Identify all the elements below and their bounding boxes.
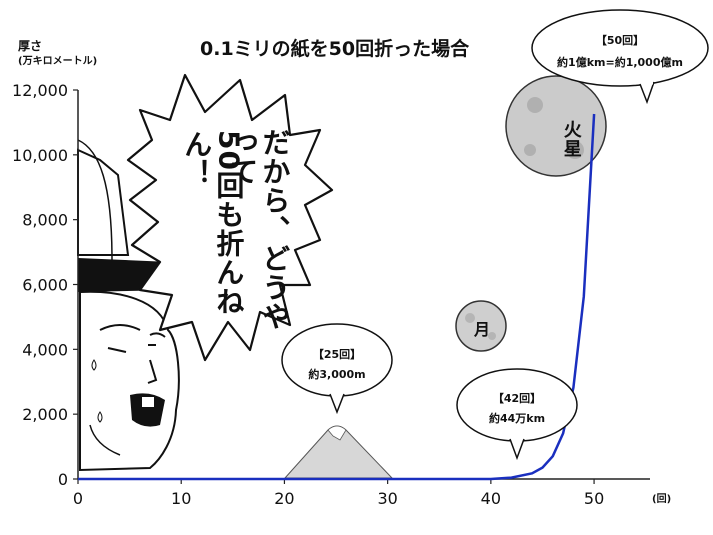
annotation-25-label: 【25回】	[312, 348, 362, 361]
annotation-25: 【25回】 約3,000m	[292, 346, 382, 382]
y-tick-label: 10,000	[12, 146, 68, 165]
x-tick-label: 20	[274, 489, 294, 508]
speech-text-line-1: だから、どうやって	[226, 128, 292, 331]
annotation-50: 【50回】 約1億km=約1,000億m	[545, 32, 695, 70]
x-tick-label: 0	[73, 489, 83, 508]
y-axis-label: 厚さ	[18, 39, 43, 53]
y-tick-label: 4,000	[22, 340, 68, 359]
y-tick-label: 12,000	[12, 81, 68, 100]
y-tick-label: 2,000	[22, 405, 68, 424]
x-axis-unit: (回)	[652, 494, 672, 505]
bubble-25	[281, 323, 393, 415]
moon-label: 月	[474, 320, 491, 339]
bubble-50	[531, 9, 709, 105]
series-line	[78, 113, 596, 481]
annotation-42: 【42回】 約44万km	[467, 390, 567, 426]
annotation-50-value: 約1億km=約1,000億m	[557, 56, 683, 69]
speech-text-line-2: 50回も折んねん！	[180, 130, 246, 316]
y-axis-unit: (万キロメートル)	[18, 56, 98, 67]
speech-balloon	[126, 73, 334, 362]
annotation-50-label: 【50回】	[595, 34, 645, 47]
annotation-42-value: 約44万km	[488, 412, 546, 425]
mars-label: 火星	[560, 120, 582, 158]
bubble-42	[456, 368, 578, 461]
annotation-42-label: 【42回】	[492, 392, 542, 405]
moon-illustration	[455, 300, 507, 352]
x-tick-label: 50	[584, 489, 604, 508]
x-tick-label: 30	[377, 489, 397, 508]
chart-title: 0.1ミリの紙を50回折った場合	[200, 38, 470, 60]
y-tick-label: 6,000	[22, 276, 68, 295]
mars-illustration	[505, 75, 607, 177]
mountain-illustration	[283, 425, 394, 479]
x-tick-label: 40	[481, 489, 501, 508]
x-axis-ticks: 0 10 20 30 40 50	[73, 479, 604, 508]
y-axis-ticks: 0 2,000 4,000 6,000 8,000 10,000 12,000	[12, 81, 78, 489]
x-tick-label: 10	[171, 489, 191, 508]
annotation-25-value: 約3,000m	[308, 368, 366, 381]
y-tick-label: 0	[58, 470, 68, 489]
y-tick-label: 8,000	[22, 211, 68, 230]
